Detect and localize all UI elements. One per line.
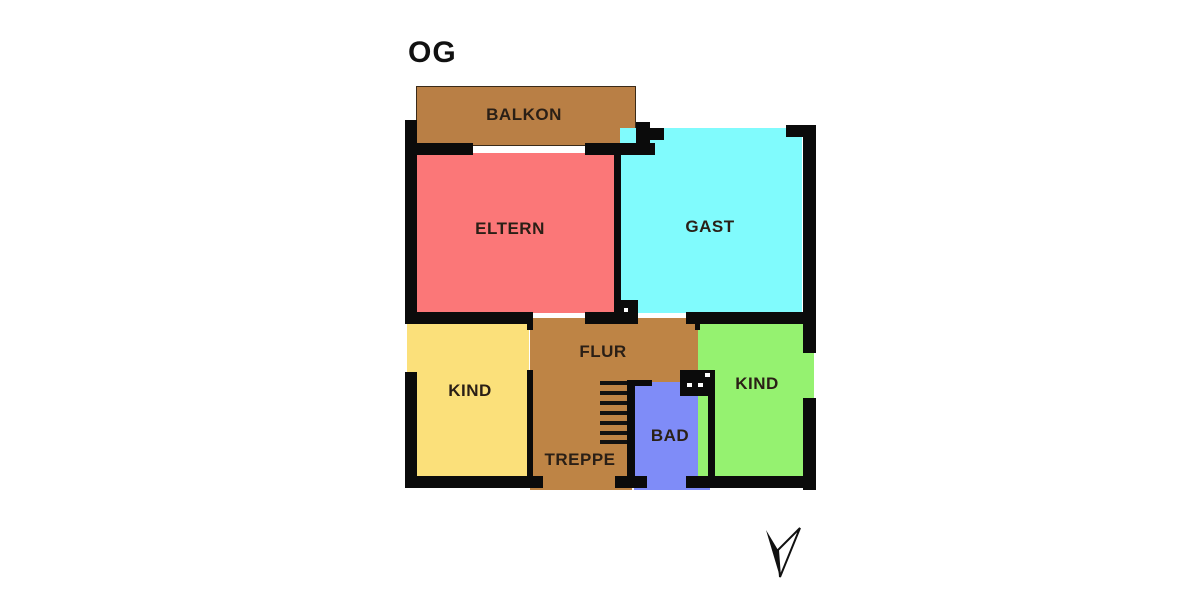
room-label-eltern: ELTERN <box>475 219 545 238</box>
floor-title: OG <box>408 36 457 69</box>
room-label-bad: BAD <box>650 426 690 445</box>
room-eltern <box>417 153 615 313</box>
room-flur <box>530 318 698 382</box>
room-bad <box>634 382 710 490</box>
room-label-gast: GAST <box>685 217 735 236</box>
room-treppe <box>530 380 632 490</box>
north-arrow-icon <box>766 527 801 578</box>
room-label-kind-right: KIND <box>735 374 779 393</box>
room-label-treppe: TREPPE <box>544 450 616 469</box>
room-kind-right <box>698 322 814 477</box>
room-label-kind-left: KIND <box>448 381 492 400</box>
room-label-balkon: BALKON <box>486 105 562 124</box>
room-kind-left <box>407 322 529 477</box>
room-balkon <box>416 86 636 146</box>
room-gast <box>620 128 802 313</box>
room-label-flur: FLUR <box>579 342 627 361</box>
